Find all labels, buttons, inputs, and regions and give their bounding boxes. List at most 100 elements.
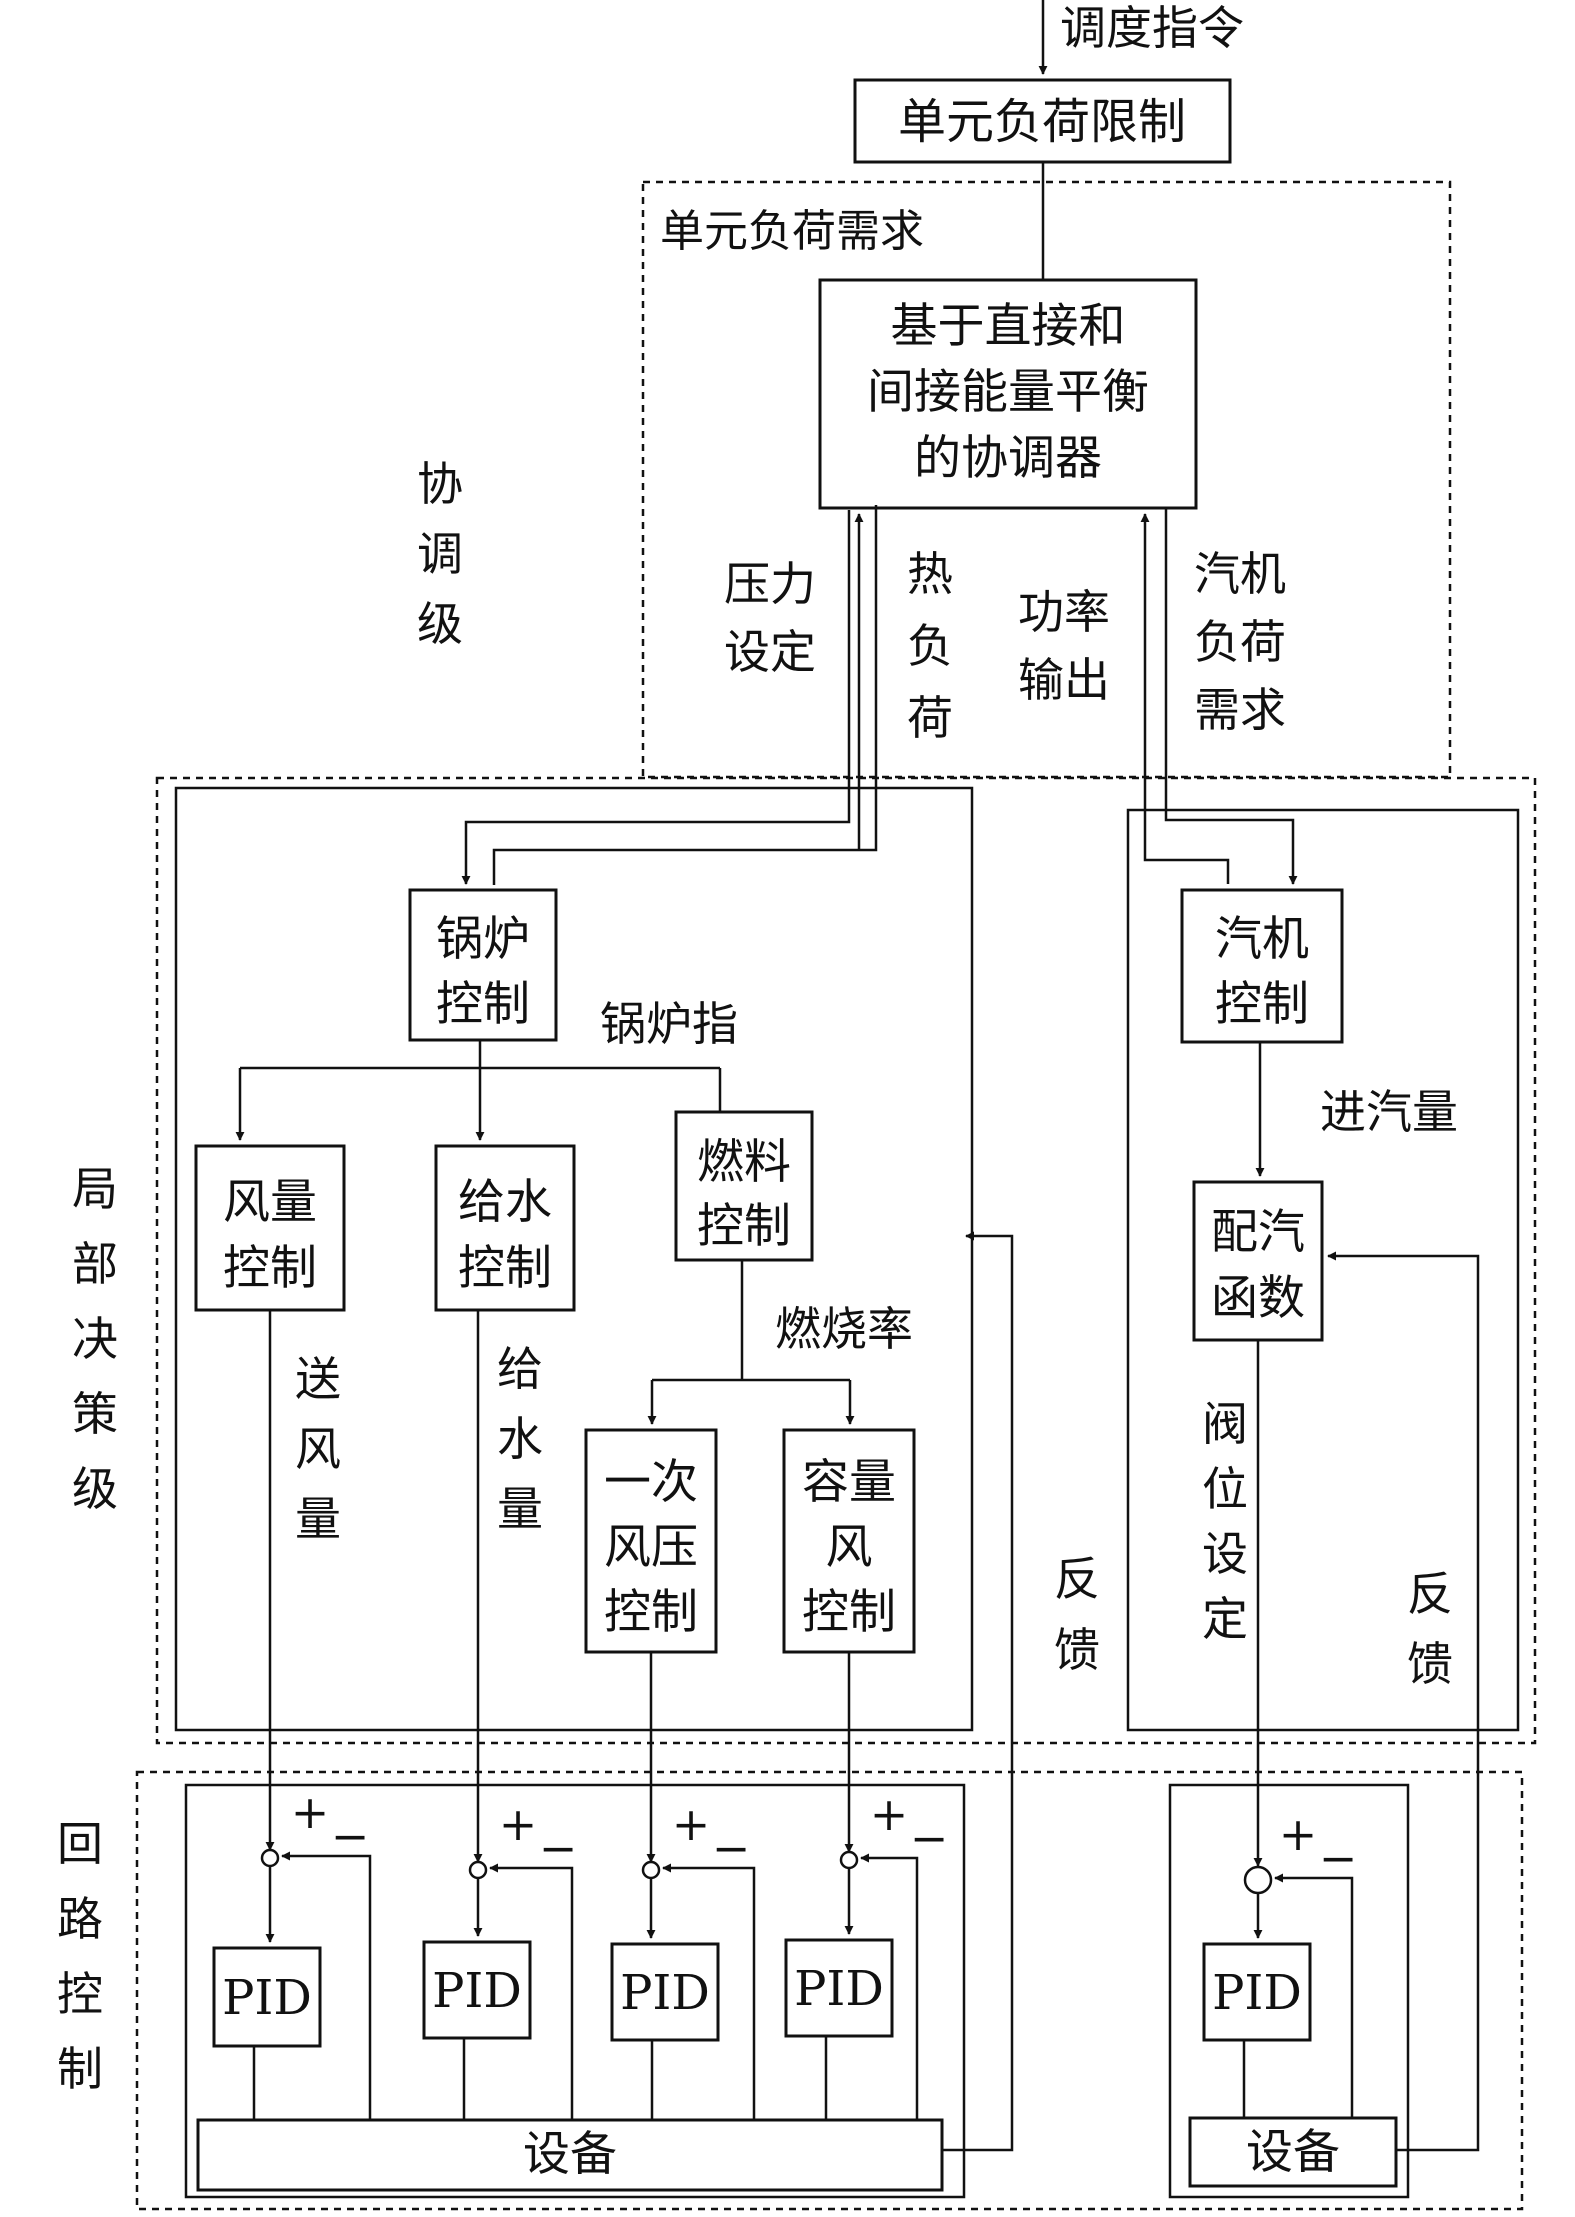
capacity-air-pid-label: PID — [794, 1961, 884, 2017]
coordinator-line-2: 间接能量平衡 — [867, 365, 1149, 420]
primary-air-minus-sign: − — [712, 1821, 751, 1875]
pressure-setpoint-label: 压力 设定 — [724, 557, 816, 679]
turbine-pid-box — [1202, 1942, 1312, 2042]
fuel-control-box — [674, 1110, 814, 1262]
boiler-feedback-arrow — [942, 1231, 1014, 2152]
steam-distribution-line-2: 函数 — [1211, 1271, 1305, 1326]
turbine-feedback-arrow — [1327, 1251, 1480, 2152]
air-pid-box — [212, 1946, 322, 2048]
power-output-arrow — [1140, 513, 1230, 884]
unit-load-limit-box — [853, 78, 1232, 164]
svg-text:量: 量 — [497, 1482, 543, 1536]
air-supply-label: 送 风 量 — [295, 1352, 341, 1546]
air-pid-label: PID — [222, 1970, 312, 2026]
svg-text:热: 热 — [907, 547, 953, 601]
unit-load-demand-label: 单元负荷需求 — [660, 206, 924, 257]
svg-text:压力: 压力 — [724, 557, 816, 611]
svg-text:负荷: 负荷 — [1194, 615, 1286, 669]
capacity-air-minus-sign: − — [910, 1811, 949, 1865]
svg-text:荷: 荷 — [907, 691, 953, 745]
svg-text:协: 协 — [417, 457, 463, 511]
primary-air-line-3: 控制 — [604, 1585, 698, 1640]
boiler-feedback-label: 反 馈 — [1054, 1552, 1100, 1677]
water-supply-label: 给 水 量 — [497, 1342, 543, 1536]
air-control-line-1: 风量 — [223, 1175, 317, 1230]
heat-load-label: 热 负 荷 — [907, 547, 953, 745]
svg-text:决: 决 — [72, 1312, 118, 1366]
svg-text:位: 位 — [1202, 1462, 1248, 1516]
svg-text:回: 回 — [57, 1817, 103, 1871]
turbine-loop-frame — [1168, 1783, 1410, 2199]
svg-text:制: 制 — [57, 2042, 103, 2096]
primary-air-plus-sign: + — [672, 1797, 711, 1851]
burn-rate-label: 燃烧率 — [775, 1302, 913, 1356]
coordination-level-label: 协 调 级 — [417, 457, 463, 651]
primary-air-summing-junction — [641, 1860, 661, 1880]
pid-loops: PID+−PID+−PID+−PID+−PID+− — [212, 1785, 1358, 2120]
boiler-control-line-2: 控制 — [436, 977, 530, 1032]
power-output-label: 功率 输出 — [1018, 585, 1110, 707]
water-feedback-line — [489, 1863, 574, 2120]
coordinator-line-1: 基于直接和 — [891, 299, 1126, 354]
primary-air-pressure-control-box — [584, 1428, 718, 1654]
pressure-setpoint-arrow — [461, 510, 851, 885]
capacity-air-line-3: 控制 — [802, 1585, 896, 1640]
fuel-control-line-2: 控制 — [697, 1199, 791, 1254]
boiler-control-line-1: 锅炉 — [436, 912, 530, 967]
svg-text:定: 定 — [1202, 1592, 1248, 1646]
capacity-air-pid-box — [784, 1938, 894, 2038]
air-control-box — [194, 1144, 346, 1312]
turbine-control-box — [1180, 888, 1344, 1044]
turbine-pid-label: PID — [1212, 1965, 1302, 2021]
turbine-equipment-label: 设备 — [1246, 2125, 1340, 2180]
turbine-minus-sign: − — [1319, 1831, 1358, 1885]
local-decision-region — [155, 776, 1537, 1745]
turbine-load-demand-label: 汽机 负荷 需求 — [1194, 547, 1286, 737]
svg-text:送: 送 — [295, 1352, 341, 1406]
water-control-line-2: 控制 — [458, 1241, 552, 1296]
svg-text:汽机: 汽机 — [1194, 547, 1286, 601]
svg-text:设定: 设定 — [724, 625, 816, 679]
svg-text:级: 级 — [72, 1462, 118, 1516]
fuel-control-line-1: 燃料 — [697, 1135, 791, 1190]
svg-text:控: 控 — [57, 1967, 103, 2021]
water-plus-sign: + — [499, 1797, 538, 1851]
loop-control-level-label: 回 路 控 制 — [57, 1817, 103, 2096]
turbine-summing-junction — [1243, 1865, 1273, 1895]
steam-intake-label: 进汽量 — [1320, 1085, 1458, 1139]
svg-text:反: 反 — [1054, 1552, 1100, 1606]
svg-text:负: 负 — [907, 619, 953, 673]
svg-text:馈: 馈 — [1054, 1623, 1100, 1677]
capacity-air-plus-sign: + — [870, 1787, 909, 1841]
primary-air-pid-box — [610, 1942, 720, 2042]
turbine-feedback-label: 反 馈 — [1407, 1567, 1453, 1691]
svg-text:给: 给 — [497, 1342, 543, 1396]
capacity-air-feedback-line — [860, 1853, 919, 2120]
turbine-demand-arrow — [1164, 508, 1298, 885]
air-feedback-line — [281, 1851, 372, 2120]
svg-text:功率: 功率 — [1018, 585, 1110, 639]
svg-text:风: 风 — [295, 1422, 341, 1476]
capacity-air-line-2: 风 — [826, 1520, 873, 1575]
boiler-heat-load-line — [492, 505, 878, 885]
svg-text:部: 部 — [72, 1237, 118, 1291]
air-plus-sign: + — [291, 1785, 330, 1839]
svg-text:量: 量 — [295, 1492, 341, 1546]
water-control-line-1: 给水 — [458, 1175, 552, 1230]
svg-text:策: 策 — [72, 1387, 118, 1441]
air-minus-sign: − — [331, 1809, 370, 1863]
turbine-control-line-2: 控制 — [1215, 977, 1309, 1032]
water-summing-junction — [468, 1860, 488, 1880]
loop-control-region — [135, 1770, 1524, 2211]
unit-load-demand-region — [641, 180, 1452, 779]
water-control-box — [434, 1144, 576, 1312]
capacity-air-line-1: 容量 — [802, 1455, 896, 1510]
boiler-equipment-label: 设备 — [523, 2127, 617, 2182]
air-control-line-2: 控制 — [223, 1241, 317, 1296]
coordinator-line-3: 的协调器 — [914, 431, 1102, 486]
water-pid-box — [422, 1940, 532, 2040]
svg-text:设: 设 — [1202, 1527, 1248, 1581]
primary-air-line-2: 风压 — [604, 1520, 698, 1575]
svg-text:水: 水 — [497, 1412, 543, 1466]
water-minus-sign: − — [539, 1821, 578, 1875]
